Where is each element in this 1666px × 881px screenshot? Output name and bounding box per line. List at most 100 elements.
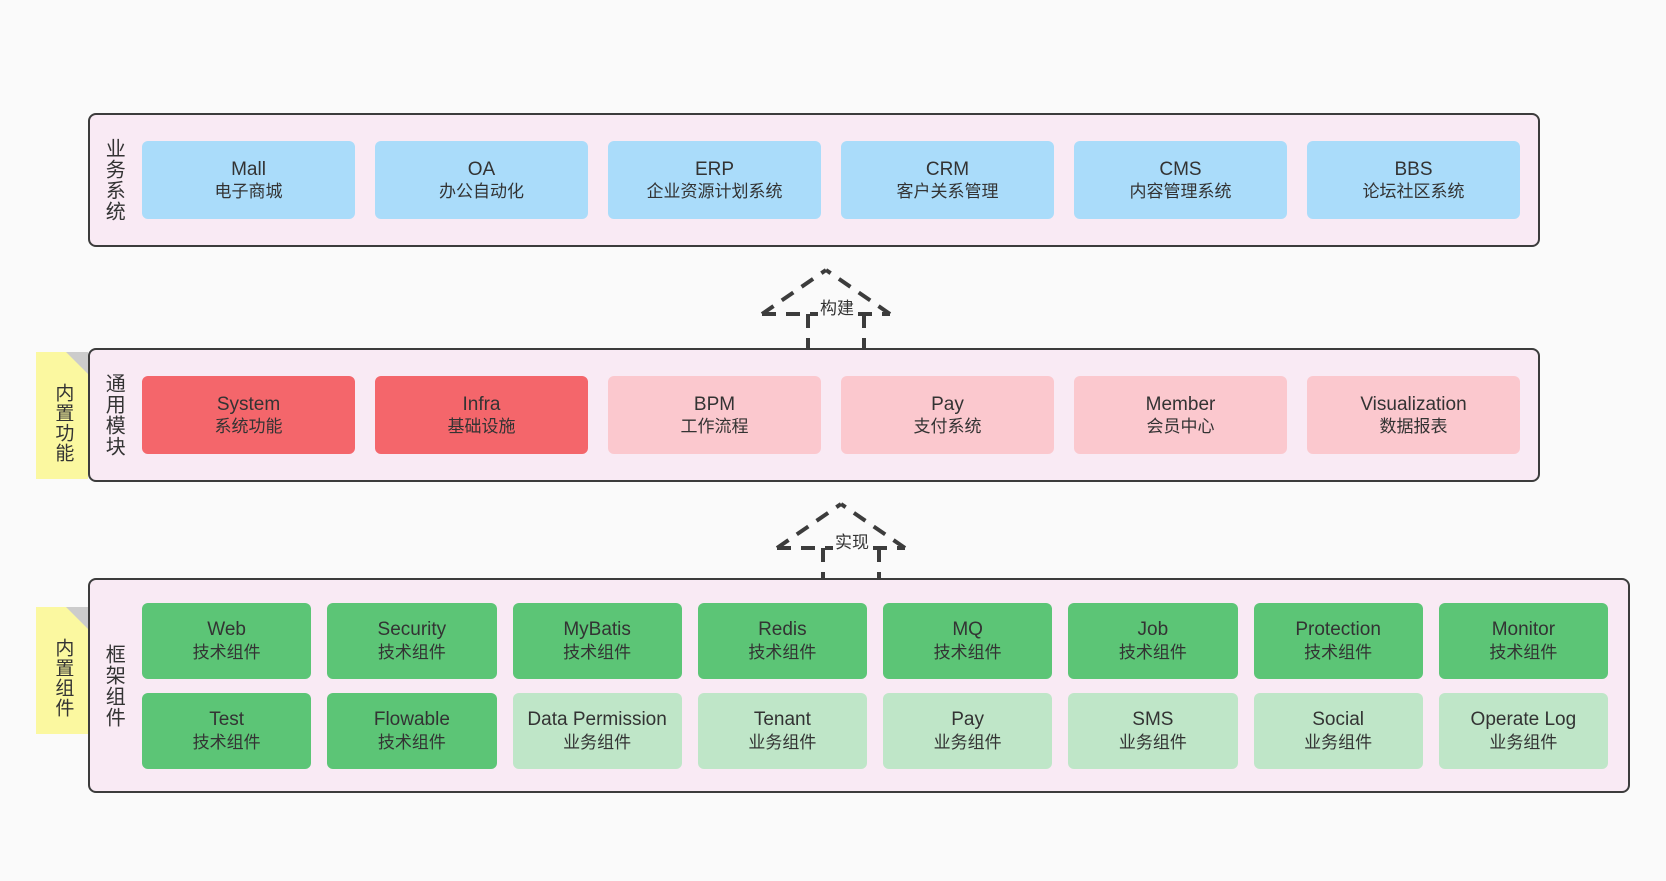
- card-member[interactable]: Member 会员中心: [1074, 376, 1287, 454]
- card-mq[interactable]: MQ 技术组件: [883, 602, 1053, 679]
- card-data-permission[interactable]: Data Permission 业务组件: [512, 692, 682, 769]
- card-social[interactable]: Social 业务组件: [1253, 692, 1423, 769]
- card-tenant[interactable]: Tenant 业务组件: [697, 692, 867, 769]
- card-title-en: Visualization: [1360, 393, 1467, 415]
- card-title-cn: 技术组件: [1118, 642, 1187, 662]
- sticky-note-built-in-feature[interactable]: 内置功能: [36, 352, 88, 479]
- card-title-cn: 技术组件: [1304, 642, 1373, 662]
- card-cms[interactable]: CMS 内容管理系统: [1074, 141, 1287, 219]
- card-title-cn: 支付系统: [913, 417, 982, 437]
- card-flowable[interactable]: Flowable 技术组件: [327, 692, 497, 769]
- card-title-en: Infra: [462, 393, 501, 415]
- card-test[interactable]: Test 技术组件: [142, 692, 312, 769]
- card-title-cn: 技术组件: [377, 732, 446, 752]
- card-protection[interactable]: Protection 技术组件: [1253, 602, 1423, 679]
- layer-business-system[interactable]: 业务系统 Mall 电子商城 OA 办公自动化 ERP 企业资源计划系统 CRM…: [88, 113, 1540, 247]
- card-title-en: CRM: [925, 158, 970, 180]
- card-title-cn: 企业资源计划系统: [646, 182, 783, 202]
- card-title-en: CMS: [1159, 158, 1202, 180]
- card-title-cn: 业务组件: [933, 732, 1002, 752]
- card-title-en: Pay: [951, 709, 984, 730]
- card-title-cn: 技术组件: [933, 642, 1002, 662]
- card-title-en: Test: [209, 709, 245, 730]
- card-pay-component[interactable]: Pay 业务组件: [883, 692, 1053, 769]
- card-title-cn: 办公自动化: [439, 182, 524, 202]
- card-crm[interactable]: CRM 客户关系管理: [841, 141, 1054, 219]
- card-visualization[interactable]: Visualization 数据报表: [1307, 376, 1520, 454]
- connector-implement: 实现: [757, 492, 957, 592]
- card-title-en: Social: [1312, 709, 1364, 730]
- sticky-note-label: 内置功能: [52, 382, 74, 463]
- card-oa[interactable]: OA 办公自动化: [375, 141, 588, 219]
- card-title-cn: 业务组件: [1118, 732, 1187, 752]
- card-title-en: System: [216, 393, 281, 415]
- layer-body-business: Mall 电子商城 OA 办公自动化 ERP 企业资源计划系统 CRM 客户关系…: [136, 115, 1538, 245]
- card-title-cn: 技术组件: [748, 642, 817, 662]
- card-title-cn: 业务组件: [1489, 732, 1558, 752]
- card-title-en: ERP: [694, 158, 735, 180]
- card-web[interactable]: Web 技术组件: [142, 602, 312, 679]
- card-title-en: Tenant: [753, 709, 811, 730]
- card-redis[interactable]: Redis 技术组件: [697, 602, 867, 679]
- card-row: Web 技术组件 Security 技术组件 MyBatis 技术组件 Redi…: [142, 602, 1608, 679]
- card-operate-log[interactable]: Operate Log 业务组件: [1438, 692, 1608, 769]
- card-title-cn: 业务组件: [563, 732, 632, 752]
- card-title-en: Pay: [931, 393, 964, 415]
- card-title-en: Data Permission: [527, 709, 667, 730]
- card-title-cn: 技术组件: [377, 642, 446, 662]
- card-title-cn: 客户关系管理: [896, 182, 999, 202]
- sticky-fold-icon: [66, 352, 88, 374]
- card-row: System 系统功能 Infra 基础设施 BPM 工作流程 Pay 支付系统…: [142, 376, 1520, 454]
- sticky-note-label: 内置组件: [52, 637, 74, 718]
- card-title-cn: 电子商城: [214, 182, 283, 202]
- card-title-en: Job: [1137, 619, 1169, 640]
- card-title-en: Protection: [1295, 619, 1381, 640]
- card-monitor[interactable]: Monitor 技术组件: [1438, 602, 1608, 679]
- card-title-cn: 业务组件: [748, 732, 817, 752]
- card-system[interactable]: System 系统功能: [142, 376, 355, 454]
- layer-title-common: 通用模块: [102, 373, 125, 457]
- card-title-cn: 系统功能: [214, 417, 283, 437]
- card-title-cn: 技术组件: [192, 732, 261, 752]
- card-pay[interactable]: Pay 支付系统: [841, 376, 1054, 454]
- card-title-cn: 技术组件: [563, 642, 632, 662]
- card-mall[interactable]: Mall 电子商城: [142, 141, 355, 219]
- sticky-note-built-in-component[interactable]: 内置组件: [36, 607, 88, 734]
- card-title-en: Operate Log: [1470, 709, 1577, 730]
- card-row: Test 技术组件 Flowable 技术组件 Data Permission …: [142, 692, 1608, 769]
- layer-body-common: System 系统功能 Infra 基础设施 BPM 工作流程 Pay 支付系统…: [136, 350, 1538, 480]
- card-mybatis[interactable]: MyBatis 技术组件: [512, 602, 682, 679]
- card-title-en: Web: [207, 619, 246, 640]
- card-title-en: BBS: [1394, 158, 1433, 180]
- card-bbs[interactable]: BBS 论坛社区系统: [1307, 141, 1520, 219]
- card-title-en: Mall: [231, 158, 266, 180]
- card-title-cn: 数据报表: [1379, 417, 1448, 437]
- card-title-cn: 会员中心: [1146, 417, 1215, 437]
- card-security[interactable]: Security 技术组件: [327, 602, 497, 679]
- card-title-cn: 技术组件: [1489, 642, 1558, 662]
- card-title-cn: 内容管理系统: [1129, 182, 1232, 202]
- card-sms[interactable]: SMS 业务组件: [1068, 692, 1238, 769]
- card-title-en: Monitor: [1491, 619, 1556, 640]
- card-infra[interactable]: Infra 基础设施: [375, 376, 588, 454]
- card-row: Mall 电子商城 OA 办公自动化 ERP 企业资源计划系统 CRM 客户关系…: [142, 141, 1520, 219]
- connector-label-build: 构建: [818, 294, 856, 319]
- card-title-cn: 论坛社区系统: [1362, 182, 1465, 202]
- card-erp[interactable]: ERP 企业资源计划系统: [608, 141, 821, 219]
- sticky-fold-icon: [66, 607, 88, 629]
- layer-body-framework: Web 技术组件 Security 技术组件 MyBatis 技术组件 Redi…: [136, 580, 1628, 791]
- card-title-en: BPM: [693, 393, 736, 415]
- card-bpm[interactable]: BPM 工作流程: [608, 376, 821, 454]
- card-title-en: SMS: [1132, 709, 1174, 730]
- card-title-en: Flowable: [373, 709, 450, 730]
- card-job[interactable]: Job 技术组件: [1068, 602, 1238, 679]
- card-title-en: Redis: [758, 619, 807, 640]
- layer-title-framework: 框架组件: [102, 643, 125, 728]
- connector-label-implement: 实现: [833, 528, 871, 553]
- layer-common-module[interactable]: 通用模块 System 系统功能 Infra 基础设施 BPM 工作流程 Pay…: [88, 348, 1540, 482]
- card-title-en: OA: [467, 158, 496, 180]
- card-title-en: MyBatis: [563, 619, 631, 640]
- layer-title-business: 业务系统: [102, 138, 125, 222]
- layer-framework-component[interactable]: 框架组件 Web 技术组件 Security 技术组件 MyBatis 技术组件…: [88, 578, 1630, 793]
